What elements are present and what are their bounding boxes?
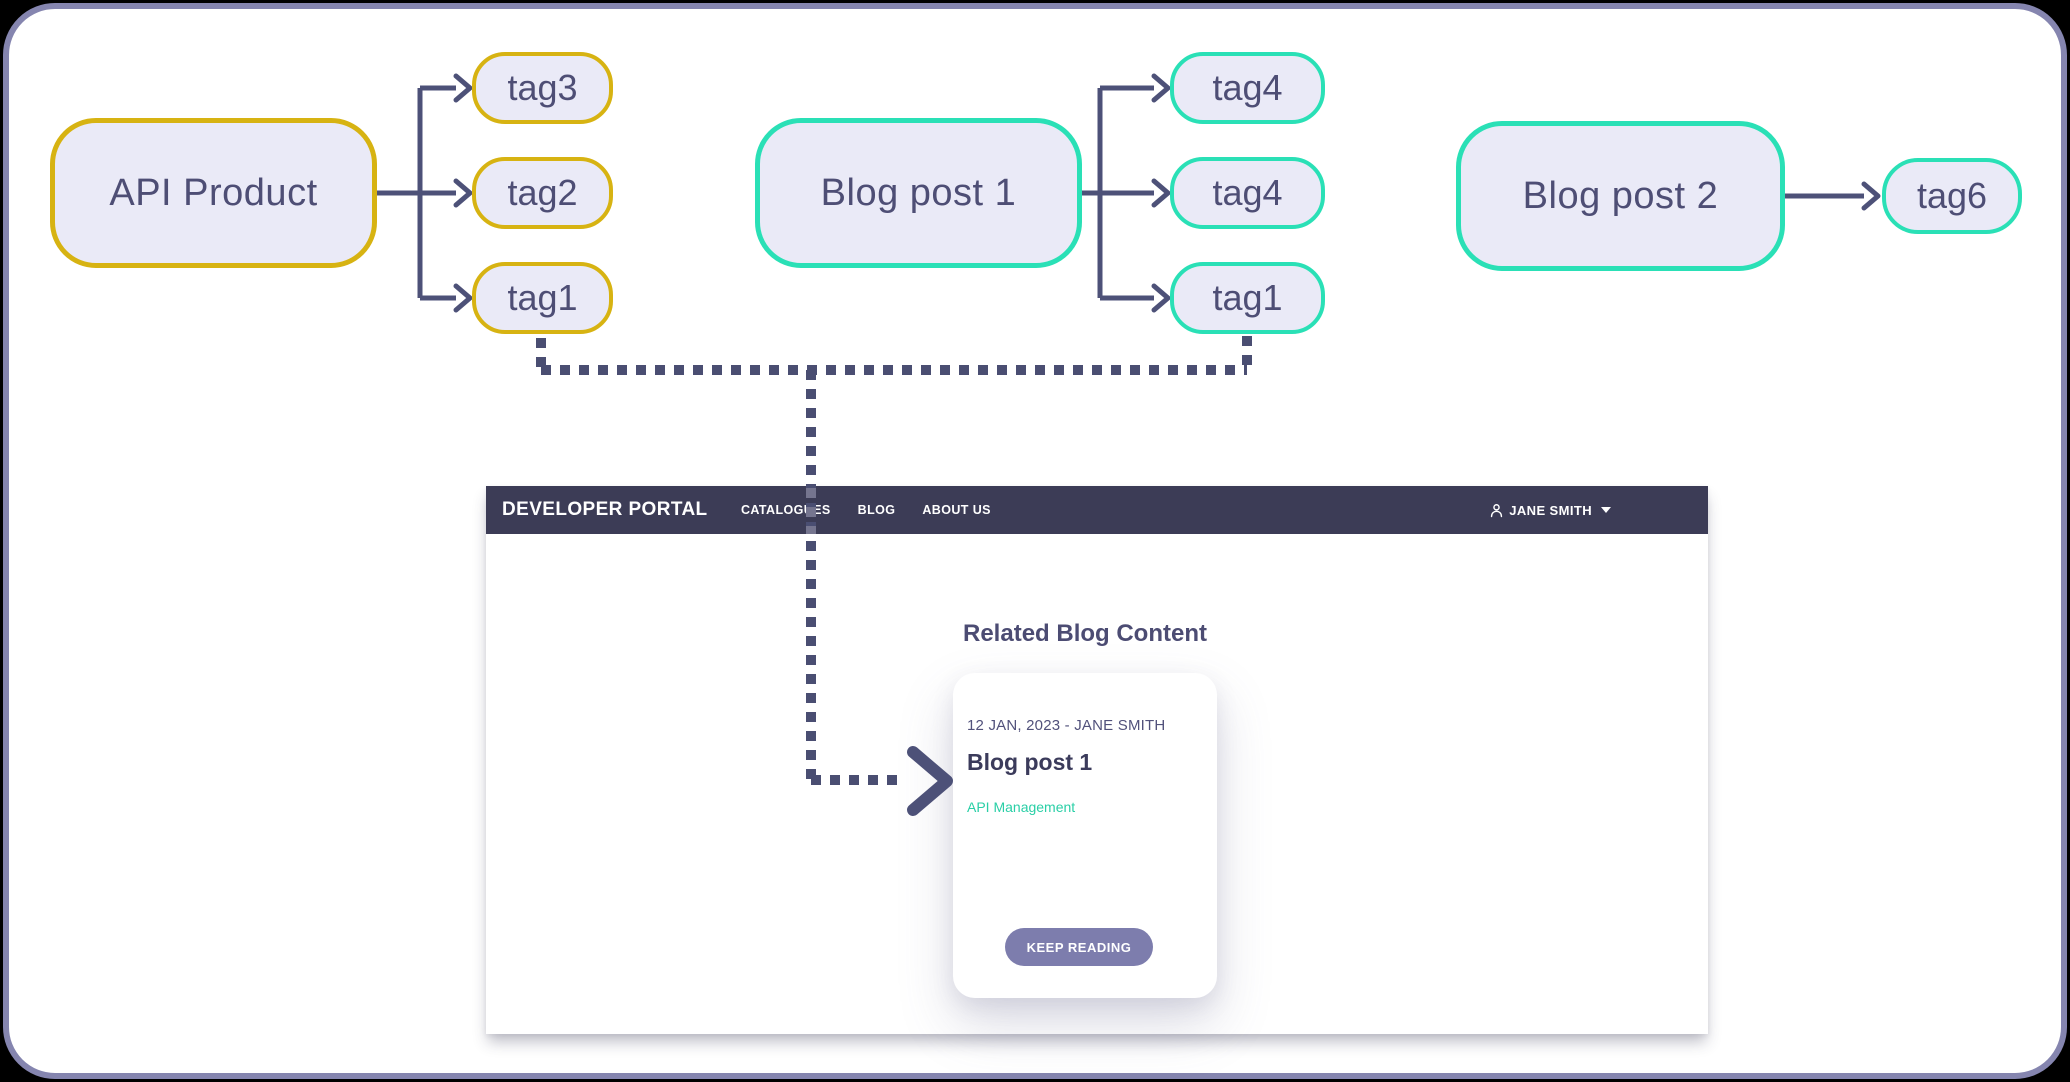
node-api-tag3: tag3 — [472, 52, 613, 124]
portal-body: Related Blog Content 12 JAN, 2023 - JANE… — [486, 534, 1708, 1034]
blog-card: 12 JAN, 2023 - JANE SMITH Blog post 1 AP… — [953, 673, 1217, 998]
node-blog-post-2: Blog post 2 — [1456, 121, 1785, 271]
node-blog1-tag1: tag1 — [1170, 262, 1325, 334]
blog-card-title: Blog post 1 — [967, 749, 1093, 775]
blog-card-meta: 12 JAN, 2023 - JANE SMITH — [967, 717, 1166, 734]
node-blog2-tag6: tag6 — [1882, 158, 2022, 234]
portal-header: DEVELOPER PORTAL CATALOGUES BLOG ABOUT U… — [486, 486, 1708, 534]
nav-item-catalogues[interactable]: CATALOGUES — [741, 503, 831, 517]
portal-brand: DEVELOPER PORTAL — [502, 499, 708, 520]
portal-nav: CATALOGUES BLOG ABOUT US — [741, 486, 991, 534]
user-menu[interactable]: JANE SMITH — [1488, 486, 1611, 534]
nav-item-blog[interactable]: BLOG — [857, 503, 896, 517]
user-icon — [1488, 502, 1505, 519]
user-name: JANE SMITH — [1509, 502, 1592, 518]
section-title: Related Blog Content — [963, 620, 1207, 647]
keep-reading-button[interactable]: KEEP READING — [1005, 928, 1153, 966]
developer-portal-window: DEVELOPER PORTAL CATALOGUES BLOG ABOUT U… — [486, 486, 1708, 1034]
nav-item-about-us[interactable]: ABOUT US — [922, 503, 991, 517]
node-api-tag1: tag1 — [472, 262, 613, 334]
node-blog1-tag4-b: tag4 — [1170, 157, 1325, 229]
chevron-down-icon — [1601, 507, 1611, 513]
node-blog-post-1: Blog post 1 — [755, 118, 1082, 268]
node-api-tag2: tag2 — [472, 157, 613, 229]
blog-card-category-link[interactable]: API Management — [967, 799, 1076, 815]
node-blog1-tag4-a: tag4 — [1170, 52, 1325, 124]
node-api-product: API Product — [50, 118, 377, 268]
